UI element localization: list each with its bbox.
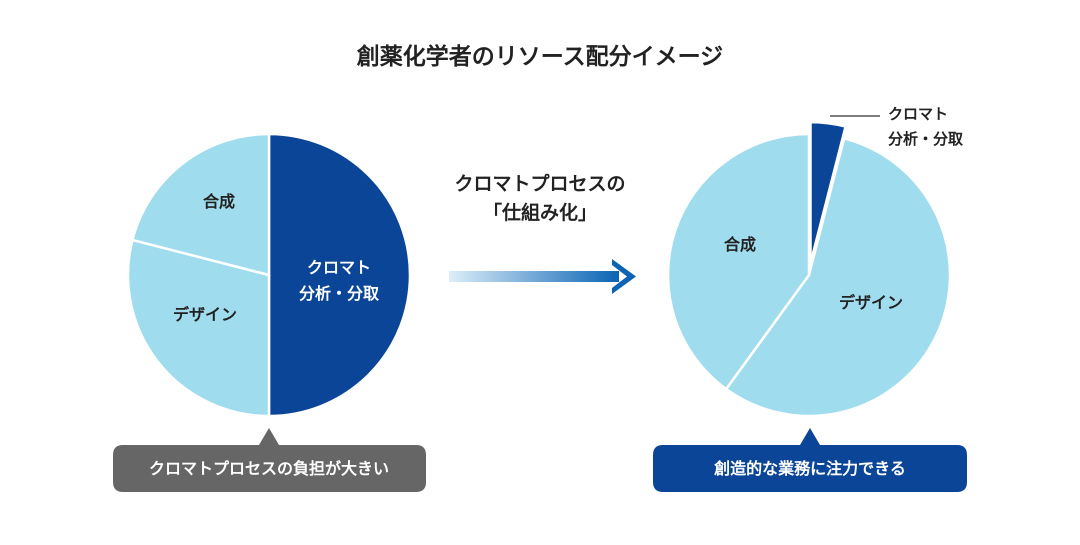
page-title: 創薬化学者のリソース配分イメージ: [357, 43, 723, 70]
before-chromatography-slice: [267, 132, 412, 418]
before-chromatography-label-line1: クロマト: [307, 258, 371, 277]
after-callout-bubble: 創造的な業務に注力できる: [653, 428, 967, 492]
arrow-head: [612, 259, 636, 294]
before-bubble-shape: [113, 428, 426, 492]
before-bubble-text: クロマトプロセスの負担が大きい: [149, 459, 389, 478]
after-chromatography-callout: クロマト 分析・分取: [830, 105, 964, 148]
after-synthesis-slice: [666, 132, 811, 391]
before-design-label: デザイン: [173, 305, 237, 324]
after-design-label: デザイン: [839, 293, 903, 312]
before-pie-chart: [126, 132, 412, 418]
before-synthesis-label: 合成: [203, 192, 235, 211]
after-bubble-text: 創造的な業務に注力できる: [713, 459, 906, 478]
after-chromatography-slice: [809, 120, 848, 264]
after-chromatography-label-line1: クロマト: [888, 105, 948, 123]
before-design-slice: [126, 238, 271, 418]
arrow-shaft: [449, 271, 619, 282]
after-design-slice: [724, 136, 952, 418]
after-pie-chart: [666, 120, 952, 418]
after-synthesis-label: 合成: [724, 235, 756, 254]
before-callout-bubble: クロマトプロセスの負担が大きい: [113, 428, 426, 492]
center-caption-line1: クロマトプロセスの: [454, 172, 625, 195]
center-caption-line2: 「仕組み化」: [483, 201, 597, 224]
before-synthesis-slice: [130, 132, 271, 277]
before-chromatography-label-line2: 分析・分取: [299, 284, 379, 303]
transition-arrow: [449, 259, 636, 294]
after-chromatography-label-line2: 分析・分取: [888, 130, 964, 148]
after-bubble-shape: [653, 428, 967, 492]
